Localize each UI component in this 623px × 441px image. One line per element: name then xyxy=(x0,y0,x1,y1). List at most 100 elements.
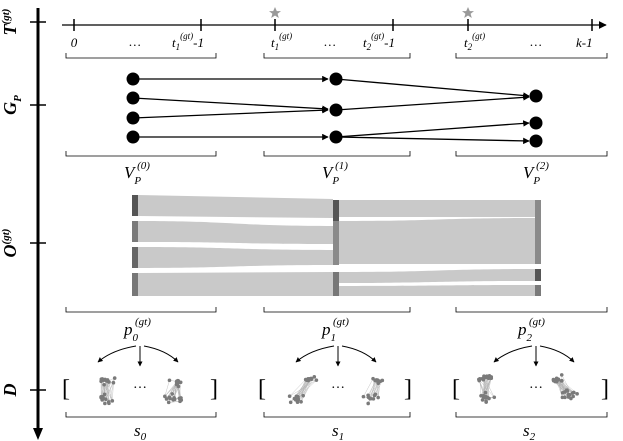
change-point-star-icon xyxy=(269,7,281,18)
network-node xyxy=(172,397,177,402)
network-node xyxy=(361,394,366,399)
row-label-sup: (gt) xyxy=(0,229,12,245)
data-ellipsis: … xyxy=(133,377,147,392)
segment-label: s0 xyxy=(134,421,147,441)
flow-node xyxy=(535,285,541,296)
network-node xyxy=(477,378,482,383)
network-node xyxy=(484,399,488,403)
row-label-flow: O(gt) xyxy=(0,229,20,258)
flow-band xyxy=(339,218,535,264)
open-bracket: [ xyxy=(452,376,460,402)
graph-edge xyxy=(335,78,530,99)
sampling-arrows xyxy=(97,345,575,367)
vertex-set-labels: VP(0) VP(1) VP(2) xyxy=(124,160,549,187)
flow-band xyxy=(138,272,333,296)
flow-band xyxy=(138,195,333,218)
graph-edge xyxy=(335,136,530,145)
network-edge xyxy=(173,386,179,398)
network-node xyxy=(485,395,490,400)
network-node xyxy=(167,395,172,400)
network-edge xyxy=(100,380,104,398)
row-label-sub: P xyxy=(12,95,24,102)
flow-band xyxy=(339,285,535,296)
graph-edge xyxy=(335,120,530,138)
tick-label: t1(gt)-1 xyxy=(172,31,204,52)
segment-labels: s0 s1 s2 xyxy=(134,421,536,441)
vertex-set-label: VP(2) xyxy=(523,160,549,187)
network-node xyxy=(308,377,312,381)
network-edge xyxy=(164,384,177,397)
network-node xyxy=(480,398,485,402)
network-edge xyxy=(164,380,170,397)
segment-label: s2 xyxy=(523,421,536,441)
close-bracket: ] xyxy=(404,376,412,402)
network-node xyxy=(170,392,175,396)
graph-node xyxy=(126,111,140,125)
flow-node xyxy=(333,200,339,221)
network-node xyxy=(372,393,377,398)
network-edge xyxy=(105,381,108,400)
row-label-timeline: T(gt) xyxy=(0,9,20,36)
network-edge xyxy=(363,378,374,397)
network-node xyxy=(371,397,376,401)
network-edge xyxy=(100,380,107,397)
tick-label: … xyxy=(530,34,542,49)
network-node xyxy=(556,377,561,382)
graph-nodes xyxy=(126,72,543,148)
network-edge xyxy=(300,379,306,402)
flow-node xyxy=(333,221,339,265)
timeline-segment-brackets xyxy=(65,53,608,59)
graph-brackets xyxy=(65,151,608,157)
network-node xyxy=(164,397,169,401)
network-edge xyxy=(300,379,312,402)
network-sample-cluster xyxy=(287,375,319,405)
network-node xyxy=(288,400,293,405)
graph-edges xyxy=(132,75,530,145)
network-node xyxy=(565,389,570,393)
network-node xyxy=(102,382,106,387)
network-edge xyxy=(103,384,106,400)
network-edge xyxy=(103,380,105,395)
flow-node xyxy=(333,272,339,296)
flow-band xyxy=(339,200,535,217)
network-node xyxy=(366,401,370,406)
row-label-sup: (gt) xyxy=(0,9,12,25)
network-node xyxy=(563,395,567,400)
flow-band xyxy=(138,221,333,244)
network-node xyxy=(178,380,183,385)
network-node xyxy=(102,392,107,397)
graph-edge xyxy=(132,97,329,112)
network-node xyxy=(560,390,565,395)
network-edge xyxy=(112,382,114,401)
tick-label: t2(gt) xyxy=(464,31,485,52)
network-sample-cluster xyxy=(361,376,385,406)
network-node xyxy=(314,378,319,382)
network-node xyxy=(312,375,317,379)
svg-text:D: D xyxy=(0,384,20,398)
segment-label: s1 xyxy=(332,421,344,441)
flow-node xyxy=(535,200,541,264)
network-node xyxy=(492,395,497,400)
network-edge xyxy=(367,379,377,396)
network-node xyxy=(105,378,110,382)
network-node xyxy=(560,378,564,383)
flow-node xyxy=(535,269,541,281)
network-node xyxy=(296,397,301,402)
network-edge xyxy=(168,401,181,403)
network-node xyxy=(571,394,575,399)
network-node xyxy=(560,395,565,400)
probability-labels: p0(gt) p1(gt) p2(gt) xyxy=(123,316,545,344)
network-node xyxy=(110,399,115,403)
vertical-axis-arrowhead xyxy=(33,428,43,440)
network-node xyxy=(566,393,571,397)
flow-bands xyxy=(138,195,535,296)
network-node xyxy=(101,396,106,401)
row-label-base: G xyxy=(0,102,20,115)
close-bracket: ] xyxy=(210,376,218,402)
network-node xyxy=(99,377,104,381)
graph-node xyxy=(329,72,343,86)
network-node xyxy=(303,377,308,382)
flow-nodes xyxy=(132,195,541,296)
timeline-tick-labels: 0 … t1(gt)-1 t1(gt) … t2(gt)-1 t2(gt) … … xyxy=(71,31,593,52)
network-node xyxy=(575,392,579,396)
